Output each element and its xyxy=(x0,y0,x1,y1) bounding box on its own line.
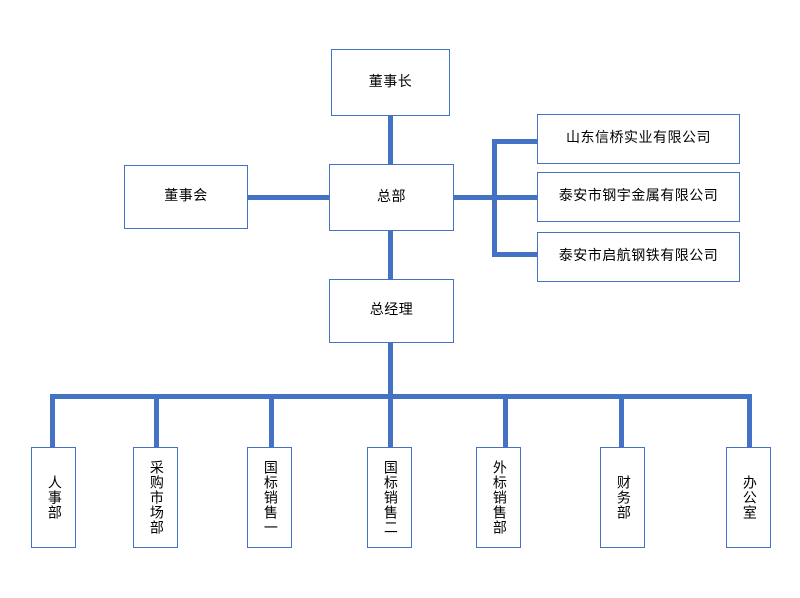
node-department-4-label: 国标销售二 xyxy=(381,460,398,535)
node-subsidiary-3-label: 泰安市启航钢铁有限公司 xyxy=(558,248,719,265)
connector-drop-department-5 xyxy=(503,394,508,447)
connector-drop-department-6 xyxy=(619,394,624,447)
connector-headquarters-to-subsidiary-trunk xyxy=(452,195,497,200)
node-department-2-label: 采购市场部 xyxy=(147,460,164,535)
node-subsidiary-3[interactable]: 泰安市启航钢铁有限公司 xyxy=(537,232,740,282)
node-headquarters-label: 总部 xyxy=(377,188,406,205)
node-department-3-label: 国标销售一 xyxy=(261,460,278,535)
connector-drop-department-4 xyxy=(388,394,393,447)
connector-general-manager-to-bus xyxy=(388,342,393,398)
connector-drop-department-2 xyxy=(154,394,159,447)
connector-branch-subsidiary-1 xyxy=(492,139,539,144)
node-board-of-directors-label: 董事会 xyxy=(164,188,208,205)
node-general-manager[interactable]: 总经理 xyxy=(329,279,454,343)
connector-headquarters-to-general-manager xyxy=(388,229,393,280)
connector-chairman-to-headquarters xyxy=(388,115,393,165)
node-department-7[interactable]: 办公室 xyxy=(726,447,771,548)
node-chairman-label: 董事长 xyxy=(368,73,413,90)
node-subsidiary-2-label: 泰安市钢宇金属有限公司 xyxy=(558,188,719,205)
node-department-5-label: 外标销售部 xyxy=(490,460,507,535)
connector-branch-subsidiary-2 xyxy=(492,195,539,200)
node-department-2[interactable]: 采购市场部 xyxy=(133,447,178,548)
node-department-1-label: 人事部 xyxy=(45,475,62,520)
node-board-of-directors[interactable]: 董事会 xyxy=(124,165,248,229)
node-chairman[interactable]: 董事长 xyxy=(331,49,450,116)
node-department-4[interactable]: 国标销售二 xyxy=(367,447,412,548)
connector-drop-department-1 xyxy=(50,394,55,447)
node-department-7-label: 办公室 xyxy=(740,475,757,520)
connector-board-to-headquarters xyxy=(248,195,331,200)
node-department-3[interactable]: 国标销售一 xyxy=(247,447,292,548)
node-department-5[interactable]: 外标销售部 xyxy=(476,447,521,548)
node-subsidiary-2[interactable]: 泰安市钢宇金属有限公司 xyxy=(537,172,740,222)
node-department-6[interactable]: 财务部 xyxy=(600,447,645,548)
node-subsidiary-1-label: 山东信桥实业有限公司 xyxy=(566,130,711,147)
node-department-6-label: 财务部 xyxy=(614,475,631,520)
node-subsidiary-1[interactable]: 山东信桥实业有限公司 xyxy=(537,114,740,164)
node-department-1[interactable]: 人事部 xyxy=(31,447,76,548)
node-general-manager-label: 总经理 xyxy=(369,302,414,319)
connector-drop-department-3 xyxy=(269,394,274,447)
connector-department-bus xyxy=(50,394,752,399)
connector-branch-subsidiary-3 xyxy=(492,252,539,257)
connector-drop-department-7 xyxy=(747,394,752,447)
node-headquarters[interactable]: 总部 xyxy=(329,164,454,231)
